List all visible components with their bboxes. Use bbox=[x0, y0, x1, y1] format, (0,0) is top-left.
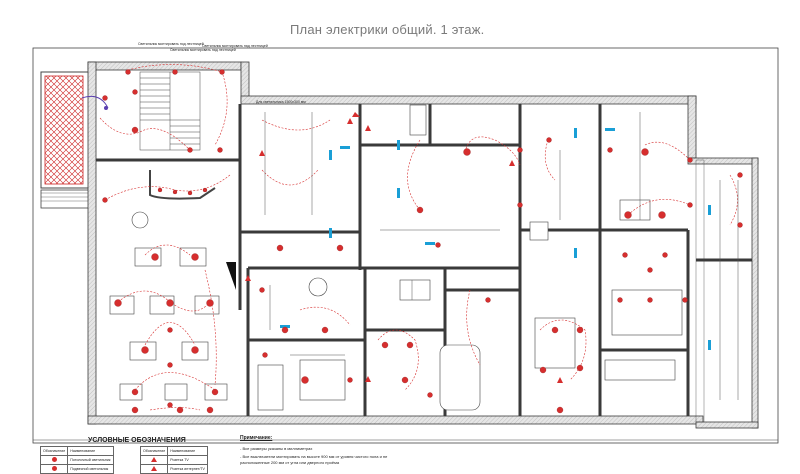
note-line: - Все выключатели монтировать на высоте … bbox=[240, 454, 388, 459]
entrance-marker bbox=[226, 262, 236, 290]
ceiling-lights bbox=[102, 69, 743, 414]
notes-title: Примечание: bbox=[240, 435, 273, 441]
legend-title: УСЛОВНЫЕ ОБОЗНАЧЕНИЯ bbox=[88, 437, 186, 444]
sockets bbox=[245, 112, 563, 383]
callout-3: Для светильника 1500х300 мм bbox=[256, 100, 306, 104]
wiring-paths bbox=[99, 64, 738, 411]
internet-socket-icon bbox=[151, 466, 158, 471]
tv-socket-icon bbox=[151, 457, 158, 462]
callout-2: Светильник монтировать над лестницей bbox=[202, 44, 268, 48]
note-line: - Все размеры указаны в миллиметрах bbox=[240, 446, 313, 451]
balcony-hatched bbox=[40, 71, 90, 209]
legend-item-name: Розетка ТV bbox=[167, 455, 208, 465]
sheet-frame bbox=[32, 47, 779, 444]
legend-item-name: Розетка интернет/ТV bbox=[167, 464, 208, 474]
ceiling-light-icon bbox=[51, 457, 57, 462]
switch-lines bbox=[264, 112, 739, 400]
legend-header-name: Наименование bbox=[167, 446, 208, 456]
note-line: расположенные 200 мм от угла или дверног… bbox=[240, 460, 340, 465]
callout-0: Светильник монтировать под лестницей bbox=[138, 42, 204, 46]
legend-item-name: Потолочный светильник bbox=[67, 455, 114, 465]
legend-item-name: Подвесной светильник bbox=[67, 464, 114, 474]
door-swing bbox=[81, 95, 109, 109]
legend-header-symbol: Обозначение bbox=[39, 446, 69, 456]
pendant-light-icon bbox=[51, 466, 57, 471]
window-markers bbox=[280, 128, 711, 350]
staircase bbox=[139, 71, 201, 151]
callout-1: Светильник монтировать над лестницей bbox=[170, 48, 236, 52]
exterior-walls bbox=[87, 61, 759, 429]
legend-header-name: Наименование bbox=[67, 446, 114, 456]
drawing-title: План электрики общий. 1 этаж. bbox=[290, 22, 485, 37]
legend-header-symbol: Обозначение bbox=[139, 446, 169, 456]
legend-table-right: Обозначение Наименование Розетка ТV Розе… bbox=[139, 446, 208, 474]
legend-table-left: Обозначение Наименование Потолочный свет… bbox=[39, 446, 114, 474]
bar-counter bbox=[149, 170, 216, 200]
